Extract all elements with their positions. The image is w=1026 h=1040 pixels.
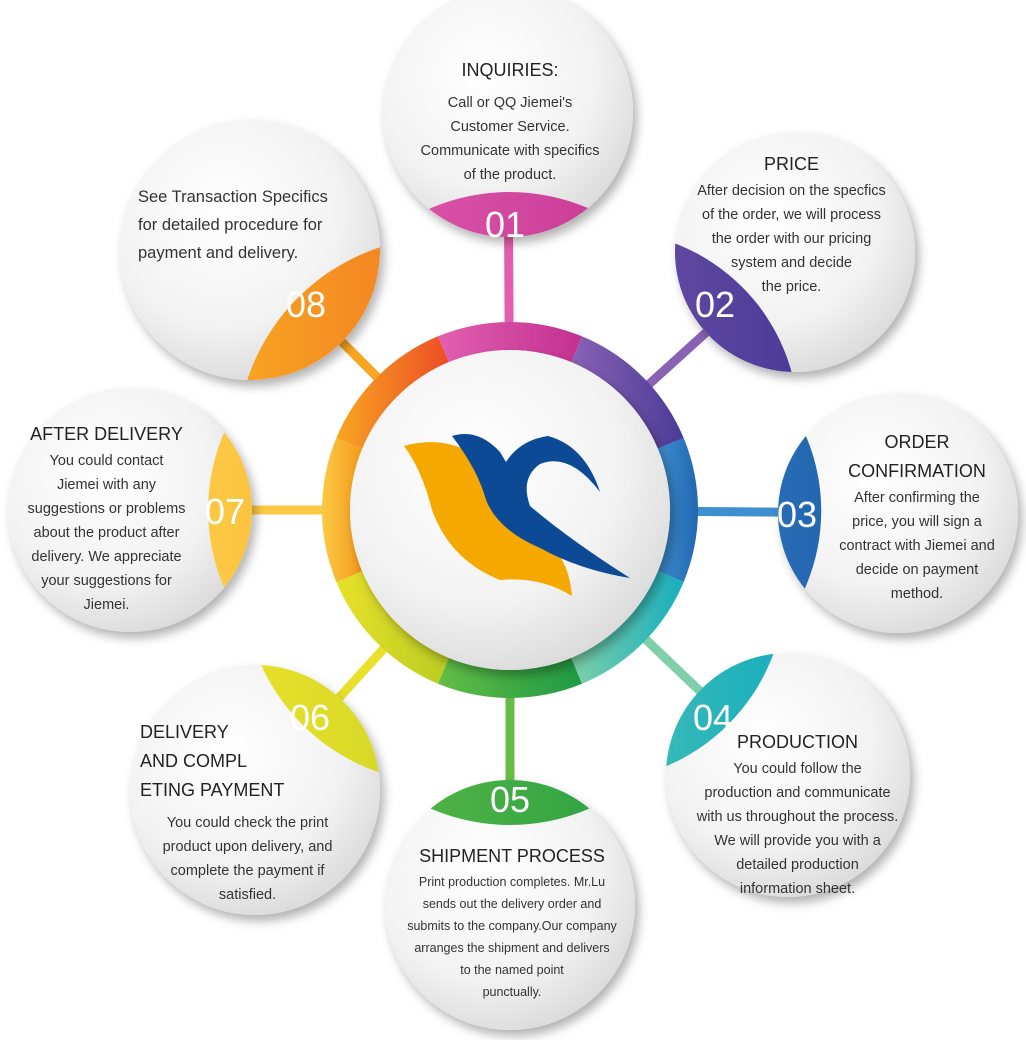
step-title-line: DELIVERY [140,722,229,742]
step-description: After confirming the price, you will sign… [832,486,1002,606]
step-description-line: punctually. [482,985,542,999]
step-title-line: INQUIRIES: [461,60,559,80]
step-circle-05 [385,780,635,1030]
step-title-line: AFTER DELIVERY [30,424,183,444]
step-description-line: information sheet. [739,881,856,897]
step-description-line: the order with our pricing [711,231,872,247]
step-description-line: Jiemei with any [56,477,157,493]
step-description-line: contract with Jiemei and [839,538,995,554]
step-description-line: detailed production [736,857,859,873]
step-description-line: production and communicate [704,785,891,801]
step-description-line: After decision on the specfics [697,183,886,199]
step-title-line: CONFIRMATION [848,461,986,481]
step-circle-01 [383,0,633,237]
step-description-line: suggestions or problems [27,501,186,517]
step-description: Print production completes. Mr.Lu sends o… [398,871,626,1003]
step-number-01: 01 [484,204,526,245]
step-title: PRICE [684,150,899,179]
step-number-07: 07 [204,491,246,532]
step-title-line: ETING PAYMENT [140,780,285,800]
step-description: After decision on the specfics of the ord… [684,179,899,299]
step-description-line: of the order, we will process [702,207,881,223]
step-text-03: ORDER CONFIRMATION After confirming the pri… [832,428,1002,606]
step-color-band-08 [236,236,380,380]
step-description-line: complete the payment if [170,863,325,879]
step-description-line: decide on payment [855,562,979,578]
step-description: See Transaction Specifics for detailed pr… [138,183,368,267]
step-title-line: PRODUCTION [737,732,858,752]
bird-logo [404,434,630,596]
step-title: AFTER DELIVERY [14,420,199,449]
step-number-02: 02 [694,284,736,325]
ring-segment-04 [571,571,684,684]
step-description-line: the price. [761,279,822,295]
step-description-line: price, you will sign a [852,514,982,530]
step-color-band-02 [675,230,799,372]
step-description-line: Call or QQ Jiemei's [447,95,573,111]
step-description-line: Customer Service. [450,119,570,135]
step-description-line: for detailed procedure for [138,216,323,234]
step-description-line: You could check the print [166,815,329,831]
step-number-05: 05 [489,779,531,820]
step-title-line: PRICE [763,154,819,174]
ring-segment-01 [438,322,582,363]
step-number-03: 03 [776,494,818,535]
step-description-line: product upon delivery, and [162,839,333,855]
step-description-line: about the product after [33,525,180,541]
step-text-05: SHIPMENT PROCESS Print production complet… [398,842,626,1003]
step-description-line: system and decide [731,255,852,271]
step-description: You could check the print product upon de… [140,811,355,907]
ring-segment-07 [321,438,363,582]
step-title: ORDER CONFIRMATION [832,428,1002,486]
step-description-line: You could follow the [733,761,862,777]
ring-segment-08 [336,336,449,449]
step-description-line: Communicate with specifics [420,143,600,159]
step-description-line: Jiemei. [83,597,130,613]
step-description-line: satisfied. [218,887,277,903]
ring-segment-06 [336,571,449,684]
step-title: DELIVERY AND COMPL ETING PAYMENT [140,718,355,805]
step-description-line: After confirming the [854,490,980,506]
step-description-line: We will provide you with a [714,833,881,849]
step-description-line: to the named point [460,963,564,977]
step-description-line: See Transaction Specifics [138,188,328,206]
step-description-line: payment and delivery. [138,244,299,262]
ring-segment-05 [438,657,582,698]
ring-segment-03 [657,438,698,582]
step-title: SHIPMENT PROCESS [398,842,626,871]
step-title-line: ORDER [884,432,950,452]
step-title: PRODUCTION [690,728,905,757]
step-description-line: Print production completes. Mr.Lu [418,875,606,889]
step-text-06: DELIVERY AND COMPL ETING PAYMENT You could … [140,718,355,907]
step-description-line: sends out the delivery order and [422,897,602,911]
step-circle-07 [8,388,252,632]
step-title-line: SHIPMENT PROCESS [419,846,605,866]
step-text-08: See Transaction Specifics for detailed pr… [138,183,368,267]
step-description-line: arranges the shipment and delivers [414,941,610,955]
step-description-line: with us throughout the process. [696,809,899,825]
step-description-line: method. [890,586,944,602]
step-title: INQUIRIES: [400,56,620,85]
step-description-line: of the product. [463,167,557,183]
step-title-line: AND COMPL [140,751,248,771]
step-circle-02 [675,132,915,372]
step-number-08: 08 [285,284,327,325]
step-description-line: delivery. We appreciate [31,549,182,565]
ring-segment-02 [571,336,684,449]
step-description-line: You could contact [49,453,164,469]
step-description-line: submits to the company.Our company [407,919,617,933]
step-circle-03 [778,393,1018,633]
step-circle-08 [120,120,380,380]
step-description: You could follow the production and commu… [690,757,905,901]
step-text-04: PRODUCTION You could follow the production… [690,728,905,901]
step-number-04: 04 [692,697,734,738]
step-text-02: PRICE After decision on the specfics of th… [684,150,899,299]
step-number-06: 06 [289,697,331,738]
step-description-line: your suggestions for [41,573,172,589]
